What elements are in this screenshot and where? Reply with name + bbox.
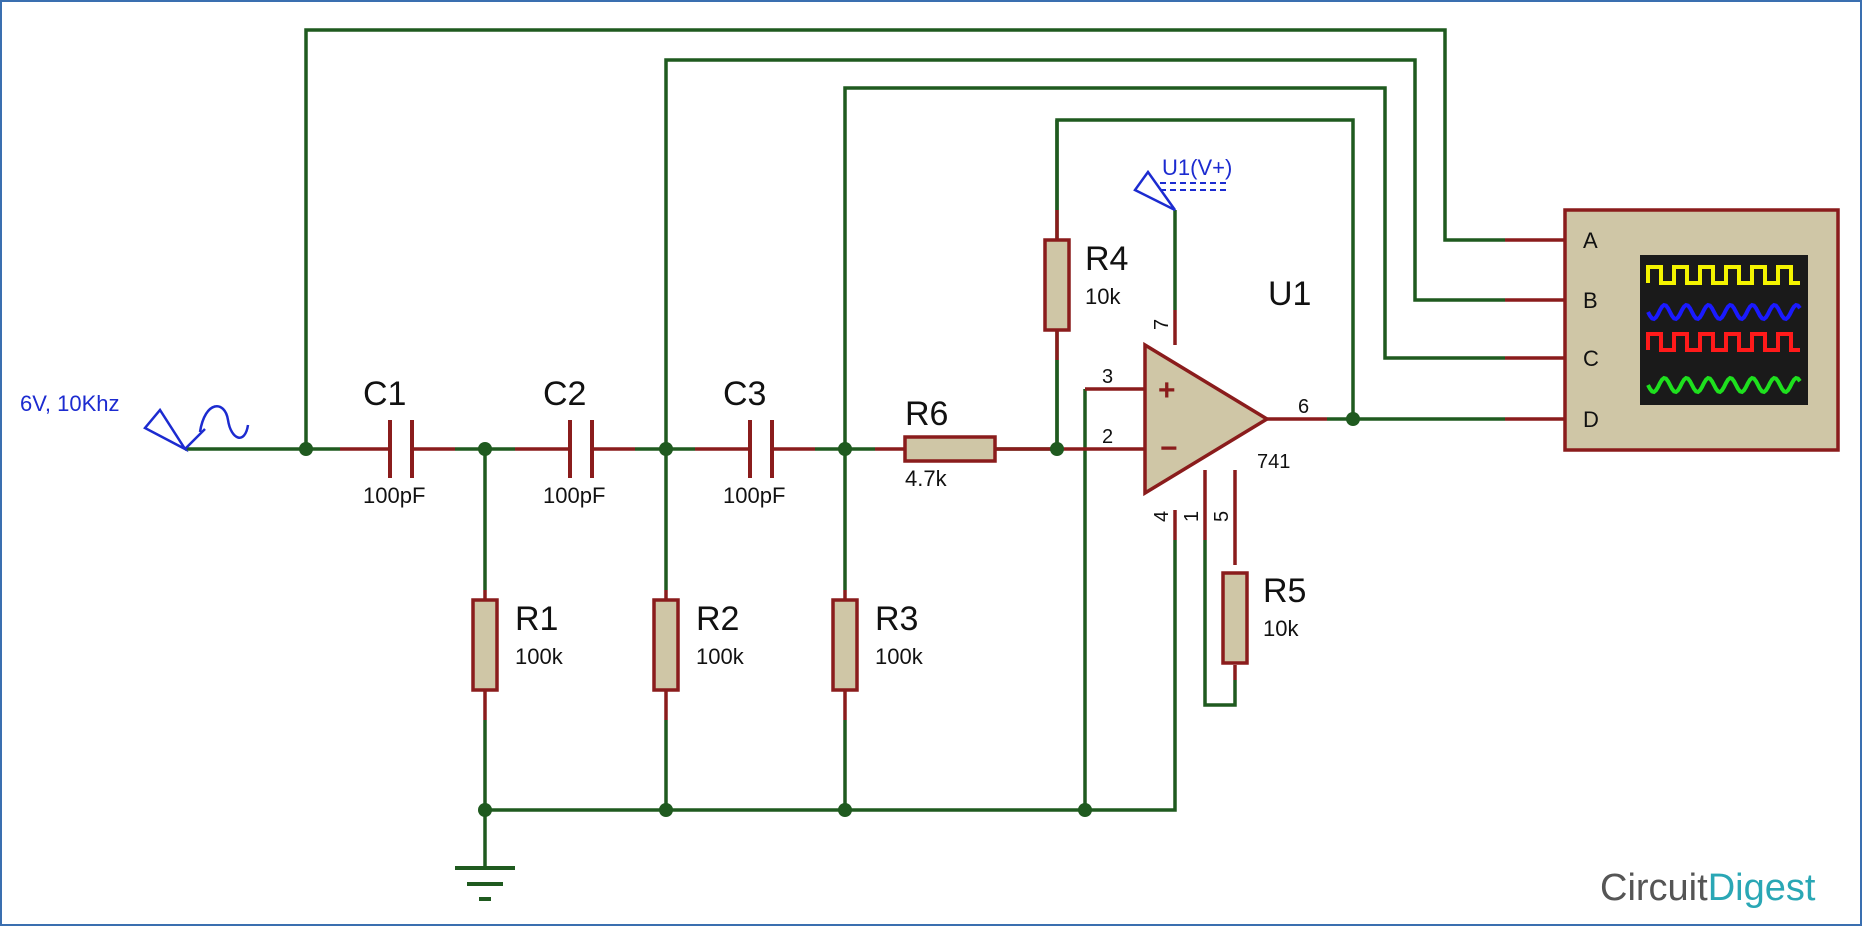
component-leads <box>340 210 1565 720</box>
r2-name: R2 <box>696 600 739 638</box>
r1-value: 100k <box>515 644 564 669</box>
pin4-label: 4 <box>1151 511 1173 522</box>
capacitor-c3: C3 100pF <box>723 375 785 508</box>
scope-trace-1 <box>1646 302 1802 322</box>
pin6-label: 6 <box>1298 396 1309 418</box>
pin2-label: 2 <box>1102 426 1113 448</box>
r5-value: 10k <box>1263 616 1299 641</box>
pin1-label: 1 <box>1181 511 1203 522</box>
r5-name: R5 <box>1263 572 1306 610</box>
pin7-label: 7 <box>1151 319 1173 330</box>
channel-d-label: D <box>1583 407 1599 432</box>
r2-value: 100k <box>696 644 745 669</box>
channel-a-label: A <box>1583 228 1598 253</box>
minus-icon: − <box>1160 432 1178 465</box>
scope-trace-2 <box>1646 332 1800 352</box>
brand-part1: Circuit <box>1600 867 1708 909</box>
supply-terminal: U1(V+) <box>1133 155 1232 212</box>
source-terminal-icon <box>143 407 189 453</box>
sine-wave-icon <box>198 405 250 439</box>
oscilloscope: A B C D <box>1563 208 1840 452</box>
plus-icon: + <box>1158 374 1176 407</box>
scope-trace-0 <box>1646 265 1800 285</box>
c1-value: 100pF <box>363 483 425 508</box>
u1-name: U1 <box>1268 275 1311 313</box>
c3-name: C3 <box>723 375 766 413</box>
resistor-r3: R3 100k <box>831 598 924 692</box>
opamp-u1: + − U1 741 3 2 6 7 4 1 5 <box>1102 275 1311 522</box>
wires <box>185 28 1505 868</box>
scope-traces <box>1646 265 1802 395</box>
brand-part2: Digest <box>1708 867 1816 909</box>
channel-c-label: C <box>1583 346 1599 371</box>
channel-b-label: B <box>1583 288 1598 313</box>
c2-value: 100pF <box>543 483 605 508</box>
r6-name: R6 <box>905 395 948 433</box>
resistor-r4: R4 10k <box>1043 238 1128 332</box>
scope-trace-3 <box>1646 375 1802 395</box>
capacitor-c2: C2 100pF <box>543 375 605 508</box>
supply-label: U1(V+) <box>1162 155 1232 180</box>
capacitor-c1: C1 100pF <box>363 375 425 508</box>
resistor-r6: R6 4.7k <box>903 395 997 491</box>
resistor-r2: R2 100k <box>652 598 745 692</box>
junction-dots <box>299 412 1360 817</box>
c2-name: C2 <box>543 375 586 413</box>
r3-value: 100k <box>875 644 924 669</box>
r1-name: R1 <box>515 600 558 638</box>
pin5-label: 5 <box>1211 511 1233 522</box>
resistor-r1: R1 100k <box>471 598 564 692</box>
u1-part: 741 <box>1257 451 1290 473</box>
r6-value: 4.7k <box>905 466 948 491</box>
c1-name: C1 <box>363 375 406 413</box>
r3-name: R3 <box>875 600 918 638</box>
circuitdigest-logo: CircuitDigest <box>1600 867 1816 909</box>
resistor-r5: R5 10k <box>1221 571 1306 665</box>
c3-value: 100pF <box>723 483 785 508</box>
r4-value: 10k <box>1085 284 1121 309</box>
ground-icon <box>455 866 515 901</box>
r4-name: R4 <box>1085 240 1128 278</box>
svg-text:CircuitDigest: CircuitDigest <box>1600 867 1816 909</box>
pin3-label: 3 <box>1102 366 1113 388</box>
source-label: 6V, 10Khz <box>20 391 120 416</box>
ac-source: 6V, 10Khz <box>20 391 250 453</box>
